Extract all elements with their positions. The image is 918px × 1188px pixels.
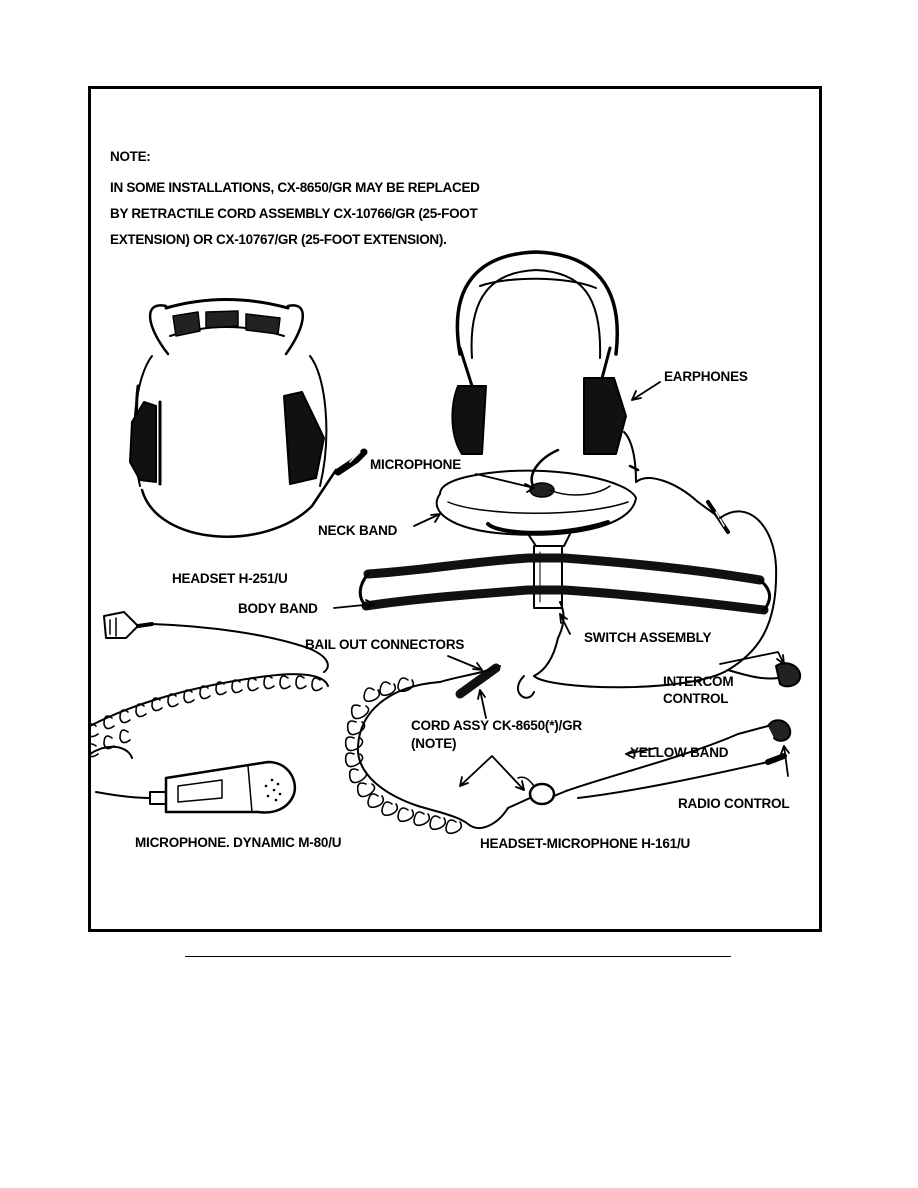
label-yellow-band: YELLOW BAND [630, 745, 729, 760]
label-neck-band: NECK BAND [318, 523, 398, 538]
headset-h251-drawing [129, 298, 368, 538]
coil-cord-m80 [88, 675, 323, 758]
caption-rule [185, 956, 731, 957]
label-earphones: EARPHONES [664, 369, 748, 384]
headset-h161-drawing [344, 250, 802, 835]
note-line-1: IN SOME INSTALLATIONS, CX-8650/GR MAY BE… [110, 180, 480, 195]
label-headset-microphone: HEADSET-MICROPHONE H-161/U [480, 836, 691, 851]
label-intercom-control-2: CONTROL [663, 691, 729, 706]
note-heading: NOTE: [110, 149, 151, 164]
label-intercom-control-1: INTERCOM [663, 674, 734, 689]
note-line-2: BY RETRACTILE CORD ASSEMBLY CX-10766/GR … [110, 206, 478, 221]
leader-lines [333, 381, 790, 791]
label-body-band: BODY BAND [238, 601, 318, 616]
label-switch-assembly: SWITCH ASSEMBLY [584, 630, 712, 645]
coil-cord-h161 [344, 677, 463, 835]
label-microphone-dynamic: MICROPHONE. DYNAMIC M-80/U [135, 835, 342, 850]
note-line-3: EXTENSION) OR CX-10767/GR (25-FOOT EXTEN… [110, 232, 447, 247]
microphone-m80-drawing [88, 611, 329, 814]
figure-frame [88, 86, 822, 932]
headset-diagram [88, 250, 802, 835]
label-radio-control: RADIO CONTROL [678, 796, 790, 811]
label-cord-assy-1: CORD ASSY CK-8650(*)/GR [411, 718, 582, 733]
label-microphone: MICROPHONE [370, 457, 462, 472]
label-bail-out-connectors: BAIL OUT CONNECTORS [305, 637, 465, 652]
microphone-grille [264, 778, 282, 802]
label-headset-h251: HEADSET H-251/U [172, 571, 288, 586]
label-cord-assy-2: (NOTE) [411, 736, 457, 751]
